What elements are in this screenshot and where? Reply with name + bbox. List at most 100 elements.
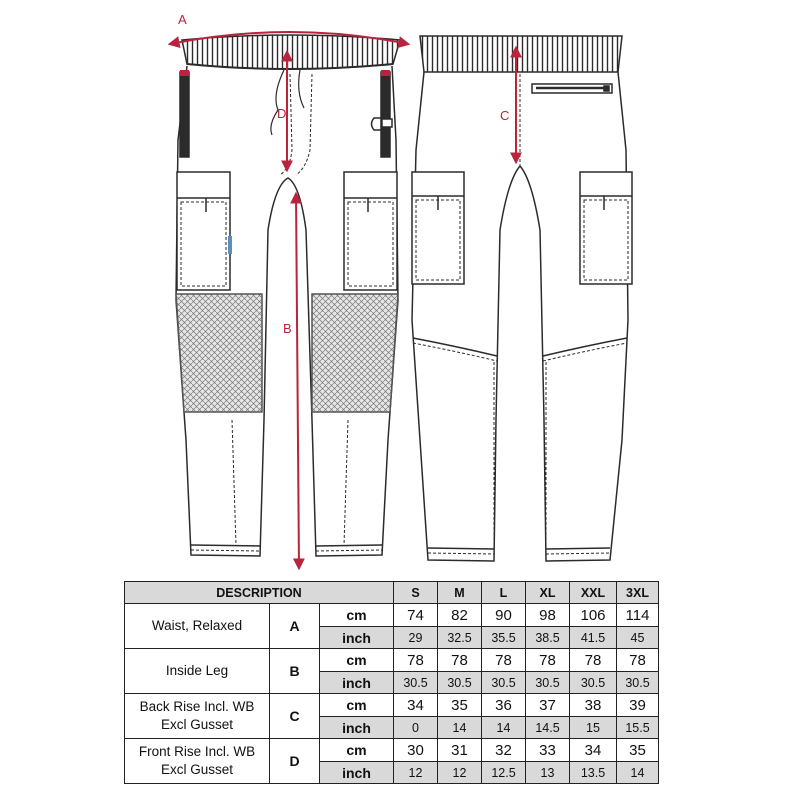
value-inch: 30.5	[569, 671, 617, 694]
unit-inch: inch	[319, 671, 394, 694]
technical-drawing: A D B C	[167, 12, 633, 571]
size-header-m: M	[437, 581, 482, 604]
front-waistband	[181, 34, 401, 70]
measurement-letter: C	[269, 693, 320, 739]
size-header-l: L	[481, 581, 526, 604]
value-inch: 30.5	[525, 671, 570, 694]
value-inch: 30.5	[393, 671, 438, 694]
value-inch: 30.5	[437, 671, 482, 694]
description-line: Excl Gusset	[160, 717, 234, 732]
description-header: DESCRIPTION	[124, 581, 394, 604]
value-cm: 74	[393, 603, 438, 627]
value-inch: 14	[437, 716, 482, 739]
value-inch: 12	[437, 761, 482, 784]
description-line: Inside Leg	[165, 663, 229, 678]
value-inch: 13	[525, 761, 570, 784]
value-inch: 13.5	[569, 761, 617, 784]
value-cm: 33	[525, 738, 570, 762]
value-cm: 106	[569, 603, 617, 627]
value-cm: 34	[393, 693, 438, 717]
value-inch: 29	[393, 626, 438, 649]
value-cm: 34	[569, 738, 617, 762]
value-inch: 12	[393, 761, 438, 784]
measurement-letter: B	[269, 648, 320, 694]
measure-label-b: B	[283, 321, 292, 336]
value-cm: 32	[481, 738, 526, 762]
size-header-xl: XL	[525, 581, 570, 604]
unit-inch: inch	[319, 626, 394, 649]
value-cm: 38	[569, 693, 617, 717]
value-cm: 78	[437, 648, 482, 672]
description-line: Excl Gusset	[160, 762, 234, 777]
value-cm: 35	[437, 693, 482, 717]
value-cm: 39	[616, 693, 659, 717]
pants-back-view	[411, 35, 633, 562]
value-inch: 35.5	[481, 626, 526, 649]
value-cm: 37	[525, 693, 570, 717]
back-outline	[411, 71, 629, 562]
unit-cm: cm	[319, 693, 394, 717]
value-inch: 14.5	[525, 716, 570, 739]
size-header-xxl: XXL	[569, 581, 617, 604]
measurement-description: Back Rise Incl. WB Excl Gusset	[124, 693, 270, 739]
measure-label-c: C	[500, 108, 509, 123]
measurement-description: Waist, Relaxed	[124, 603, 270, 649]
value-cm: 31	[437, 738, 482, 762]
measurement-letter: D	[269, 738, 320, 784]
front-cargo-pocket-left	[176, 171, 231, 291]
value-inch: 41.5	[569, 626, 617, 649]
value-cm: 78	[481, 648, 526, 672]
value-cm: 90	[481, 603, 526, 627]
value-cm: 35	[616, 738, 659, 762]
front-zip-pocket-right	[380, 71, 391, 158]
description-line: Waist, Relaxed	[151, 618, 243, 633]
measurement-description: Front Rise Incl. WB Excl Gusset	[124, 738, 270, 784]
value-cm: 78	[616, 648, 659, 672]
value-inch: 38.5	[525, 626, 570, 649]
front-measurements: A D B	[167, 12, 411, 571]
description-line: Front Rise Incl. WB	[138, 744, 256, 759]
measurement-description: Inside Leg	[124, 648, 270, 694]
unit-inch: inch	[319, 716, 394, 739]
description-line: Back Rise Incl. WB	[139, 699, 255, 714]
value-inch: 12.5	[481, 761, 526, 784]
pants-front-view	[175, 34, 401, 557]
value-cm: 78	[393, 648, 438, 672]
value-cm: 114	[616, 603, 659, 627]
front-knee-panel-right	[311, 293, 399, 413]
value-inch: 0	[393, 716, 438, 739]
front-zip-pocket-left	[179, 71, 190, 158]
value-cm: 78	[569, 648, 617, 672]
value-cm: 30	[393, 738, 438, 762]
value-inch: 45	[616, 626, 659, 649]
unit-cm: cm	[319, 603, 394, 627]
unit-cm: cm	[319, 648, 394, 672]
measure-label-d: D	[277, 106, 286, 121]
value-cm: 82	[437, 603, 482, 627]
unit-cm: cm	[319, 738, 394, 762]
front-knee-panel-left	[175, 293, 263, 413]
value-inch: 30.5	[481, 671, 526, 694]
value-inch: 15	[569, 716, 617, 739]
value-inch: 14	[616, 761, 659, 784]
size-header-s: S	[393, 581, 438, 604]
value-inch: 14	[481, 716, 526, 739]
value-inch: 30.5	[616, 671, 659, 694]
measurement-letter: A	[269, 603, 320, 649]
unit-inch: inch	[319, 761, 394, 784]
front-cargo-pocket-right	[343, 171, 398, 291]
back-cargo-pocket-right	[579, 171, 633, 285]
value-cm: 98	[525, 603, 570, 627]
measure-label-a: A	[178, 12, 187, 27]
back-measurements: C	[500, 45, 522, 165]
value-cm: 36	[481, 693, 526, 717]
